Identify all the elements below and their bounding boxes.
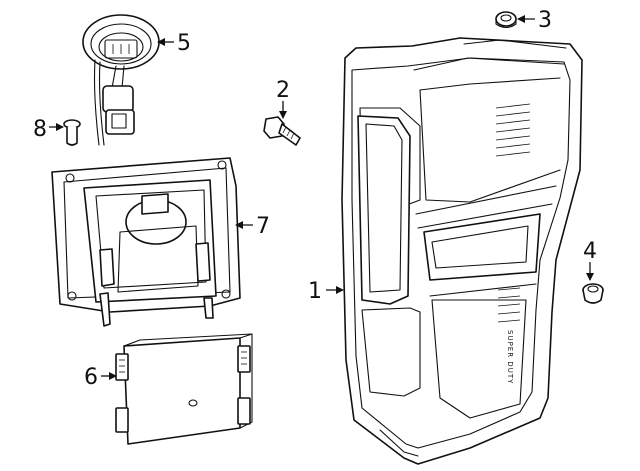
callout-4: 4 [583, 239, 597, 281]
callout-2-number: 2 [276, 78, 290, 103]
housing-bracket-part [51, 157, 241, 327]
lamp-badge-text: SUPER DUTY [506, 330, 514, 384]
callout-2: 2 [276, 78, 290, 119]
callout-7: 7 [235, 214, 270, 239]
callout-3: 3 [517, 8, 552, 33]
callout-4-number: 4 [583, 239, 597, 264]
callout-5-number: 5 [177, 31, 191, 56]
callout-5: 5 [157, 31, 191, 56]
callout-3-number: 3 [538, 8, 552, 33]
nut-part-right [582, 283, 604, 304]
lamp-vent-grille [495, 103, 531, 323]
callout-1-number: 1 [308, 279, 322, 304]
callout-7-number: 7 [256, 214, 270, 239]
callout-8-number: 8 [33, 117, 47, 142]
callout-1: 1 [308, 279, 344, 304]
tail-lamp-part: SUPER DUTY [341, 37, 583, 465]
callout-6-number: 6 [84, 365, 98, 390]
callout-8: 8 [33, 117, 64, 142]
screw-part [63, 119, 81, 146]
socket-harness-part [82, 14, 160, 146]
bolt-part [263, 116, 301, 146]
nut-part-top [495, 11, 517, 29]
callout-6: 6 [84, 365, 117, 390]
control-module-part [115, 333, 253, 445]
